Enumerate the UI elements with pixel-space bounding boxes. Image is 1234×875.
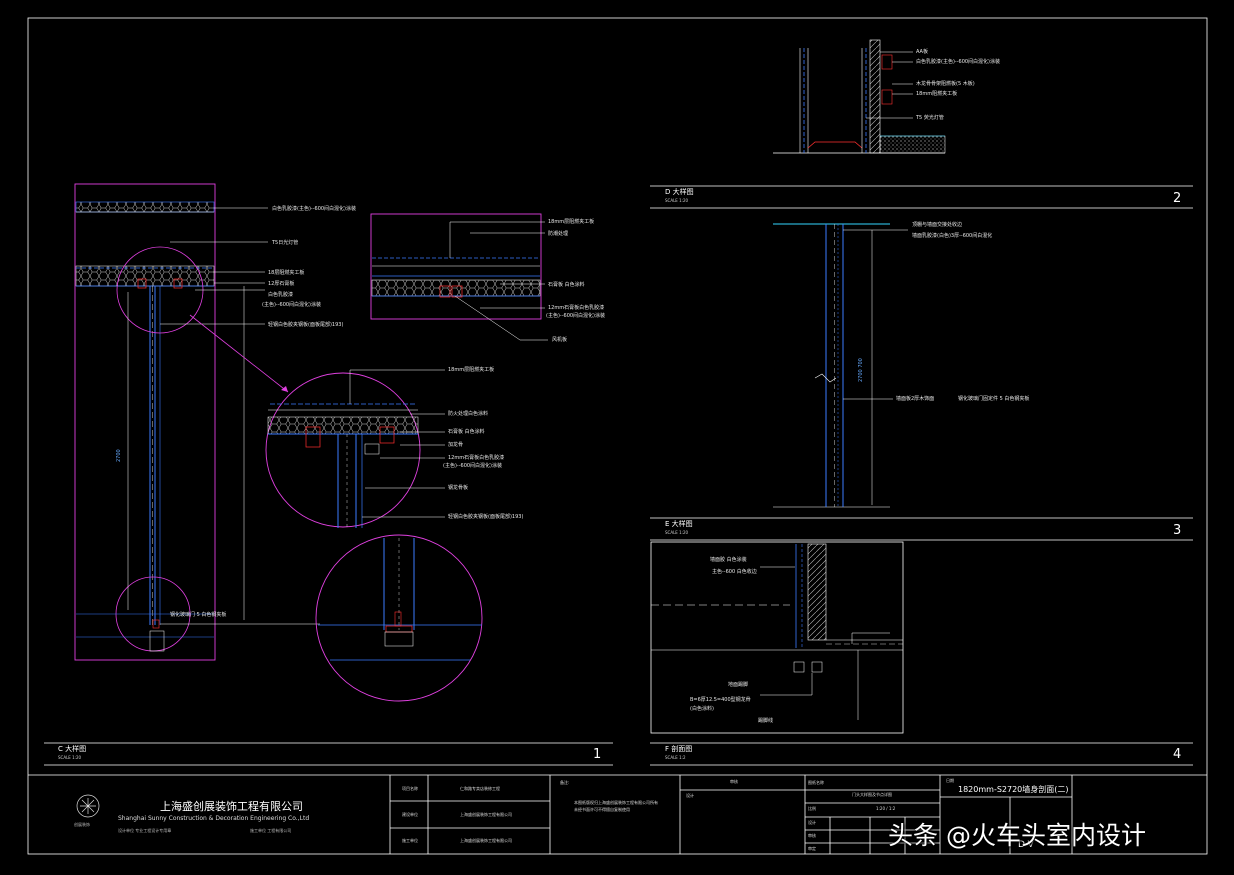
label: (主色)--600间白混化)涂装 <box>262 302 322 308</box>
label: 轻钢白色胶夹钢板(面板尾部)193) <box>448 514 524 520</box>
tb-label: 图纸名称 <box>808 780 824 785</box>
tb-label: 施工单位 <box>402 838 418 843</box>
tb-label: 审核 <box>808 833 816 838</box>
tb-label: 设计 <box>686 793 694 798</box>
company-note-2: 施工单位 工程有限公司 <box>250 828 292 833</box>
tb-label: 审定 <box>808 846 816 851</box>
tb-label: 比例 <box>808 806 816 811</box>
watermark: 头条 @火车头室内设计 <box>888 821 1146 850</box>
company-name-en: Shanghai Sunny Construction & Decoration… <box>118 815 310 822</box>
dimension: 2700 <box>116 449 122 462</box>
tb-label: 设计 <box>808 820 816 825</box>
tb-remarks: 备注: <box>560 780 570 785</box>
tb-note: 本图纸版权归上海盛创展装饰工程有限公司所有 <box>574 800 658 805</box>
label: (主色)--600间白混化)涂装 <box>546 313 606 319</box>
label: 白色乳胶漆 <box>268 292 294 298</box>
label: B=6厚12.5=400型钢龙骨 <box>690 697 751 703</box>
tb-note: 未经书面许可不得擅自复制使用 <box>574 807 630 812</box>
view-number-e: 3 <box>1173 523 1182 538</box>
label: 木龙骨骨架阻燃板(5 木板) <box>916 81 975 87</box>
logo-caption: 创展装饰 <box>74 822 90 827</box>
company-name-cn: 上海盛创展装饰工程有限公司 <box>160 800 303 813</box>
view-scale-d: SCALE 1:20 <box>665 198 689 203</box>
label: 石膏板 白色涂料 <box>448 429 485 435</box>
label: 墙面乳胶漆(白色)3厚--600间白混化 <box>912 233 993 239</box>
label: 轻钢白色胶夹钢板(面板尾部)193) <box>268 322 344 328</box>
view-number-d: 2 <box>1173 191 1182 206</box>
label: 12mm石膏板白色乳胶漆 <box>548 305 605 311</box>
tb-drawing-no: D-V <box>1018 840 1034 850</box>
tb-label: 建设单位 <box>402 812 418 817</box>
tb-label: 日期 <box>946 778 954 783</box>
view-scale-e: SCALE 1:20 <box>665 530 689 535</box>
view-c-enlarge-bottom <box>315 534 483 702</box>
label: 风机板 <box>552 337 568 343</box>
view-c-enlarge-top <box>265 369 445 528</box>
label: 加龙骨 <box>448 442 464 448</box>
label: 钢化玻璃门固定件 5 白色钢夹板 <box>958 396 1030 402</box>
label: 墙面板2厚木饰面 <box>896 396 935 402</box>
tb-drawing-name: 门头大样图及节点详图 <box>852 792 892 797</box>
tb-title: 1820mm-S2720墙身剖面(二) <box>958 785 1069 794</box>
label: 钢化玻璃门 5 白色钢夹板 <box>170 612 227 618</box>
label: (主色)--600间白混化)涂装 <box>443 463 503 469</box>
label: 12mm石膏板白色乳胶漆 <box>448 455 505 461</box>
label: T5日光灯管 <box>272 240 299 246</box>
label: T5 荧光灯管 <box>916 115 944 121</box>
label: (白色涂料) <box>690 706 714 712</box>
view-d-detail <box>773 39 946 154</box>
view-scale-c: SCALE 1:20 <box>58 755 82 760</box>
view-number-f: 4 <box>1173 747 1182 762</box>
view-title-d: D 大样图 <box>665 188 694 196</box>
tb-value: 仁和路专卖店装修工程 <box>460 786 500 791</box>
label: 主色--600 白色收边 <box>712 569 757 575</box>
label: 地面踢脚 <box>728 682 749 688</box>
company-logo-mark <box>76 794 100 818</box>
tb-value: 上海盛创展装饰工程有限公司 <box>460 812 512 817</box>
company-note-1: 设计单位 专业工程设计专用章 <box>118 828 172 833</box>
view-title-c: C 大样图 <box>58 745 87 753</box>
tb-label: 项目名称 <box>402 786 418 791</box>
label: 白色乳胶漆(主色)--600间白混化)涂装 <box>916 59 1001 65</box>
label: 顶棚与墙面交接处收边 <box>912 222 963 228</box>
view-scale-f: SCALE 1:2 <box>665 755 686 760</box>
label: 钢龙骨板 <box>448 485 469 491</box>
label: 石膏板 白色涂料 <box>548 282 585 288</box>
view-title-f: F 剖面图 <box>665 745 693 753</box>
label: 18mm阻燃夹工板 <box>916 91 958 97</box>
view-c-top-detail <box>370 213 548 341</box>
tb-scale: 1:20 / 1:2 <box>876 806 896 811</box>
label: 防火处理白色涂料 <box>448 411 489 417</box>
label: 18层阻燃夹工板 <box>268 270 305 276</box>
tb-label: 审核 <box>730 779 738 784</box>
label: 踢脚线 <box>758 718 774 724</box>
view-f-detail <box>650 541 904 734</box>
sheet-frame <box>27 17 1208 855</box>
view-e-detail <box>773 223 908 508</box>
view-title-e: E 大样图 <box>665 520 693 528</box>
label: 白色乳胶漆(主色)--600间白混化)涂装 <box>272 206 357 212</box>
dimension: 2700 700 <box>858 358 864 382</box>
label: 18mm层阻燃夹工板 <box>548 219 595 225</box>
label: AA板 <box>916 49 928 55</box>
view-c-main <box>74 183 320 661</box>
label: 18mm层阻燃夹工板 <box>448 367 495 373</box>
label: 墙面胶 白色涂装 <box>710 557 747 563</box>
label: 防潮处理 <box>548 231 569 237</box>
view-number-c: 1 <box>593 747 602 762</box>
label: 12厚石膏板 <box>268 281 295 287</box>
tb-value: 上海盛创展装饰工程有限公司 <box>460 838 512 843</box>
